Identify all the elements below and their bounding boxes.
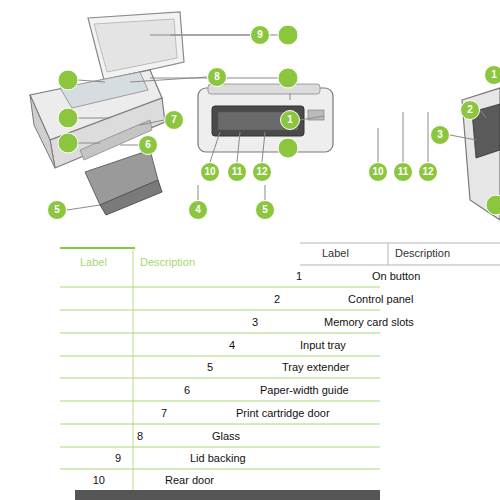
callout-number: 4 xyxy=(188,200,208,220)
part-description: Control panel xyxy=(348,294,413,305)
part-description: Memory card slots xyxy=(324,317,414,328)
table-header-faded: Label xyxy=(80,257,107,268)
label-number: 5 xyxy=(207,362,213,373)
label-number: 1 xyxy=(296,271,302,282)
part-description: Lid backing xyxy=(190,453,246,464)
label-number: 3 xyxy=(252,317,258,328)
callout-marker xyxy=(58,25,500,215)
callout-number: 6 xyxy=(138,135,158,155)
table-header: Label xyxy=(322,248,349,259)
callout-number: 1 xyxy=(484,65,500,85)
callout-number: 3 xyxy=(430,125,450,145)
printer-rear xyxy=(198,88,333,152)
printer-body-side xyxy=(30,95,55,168)
callout-number: 5 xyxy=(255,200,275,220)
callout-number: 7 xyxy=(164,110,184,130)
callout-number: 1 xyxy=(280,110,300,130)
callout-number: 10 xyxy=(200,162,220,182)
lid-backing xyxy=(94,19,177,72)
rear-door xyxy=(212,106,304,136)
table-rules xyxy=(60,243,500,500)
callout-number: 2 xyxy=(460,100,480,120)
callout-number: 11 xyxy=(393,162,413,182)
callout-number: 12 xyxy=(252,162,272,182)
rear-mark xyxy=(290,93,291,100)
label-number: 2 xyxy=(274,294,280,305)
part-description: Tray extender xyxy=(282,362,349,373)
label-number: 4 xyxy=(229,340,235,351)
callout-number: 11 xyxy=(227,162,247,182)
callout-number: 12 xyxy=(418,162,438,182)
part-description: Print cartridge door xyxy=(236,408,330,419)
table-header: Description xyxy=(395,248,450,259)
callout-number: 5 xyxy=(47,200,67,220)
table-header-faded: Description xyxy=(140,257,195,268)
leader-lines xyxy=(67,35,486,210)
callout-number: 8 xyxy=(207,67,227,87)
label-number: 10 xyxy=(93,475,105,486)
printer-lid xyxy=(88,12,184,80)
part-description: Glass xyxy=(212,431,240,442)
part-description: On button xyxy=(372,271,420,282)
label-number: 7 xyxy=(161,408,167,419)
tray-extender xyxy=(100,180,162,215)
callout-number: 10 xyxy=(368,162,388,182)
part-description: Input tray xyxy=(300,340,346,351)
printer-top-edge xyxy=(208,84,320,94)
callout-number: 9 xyxy=(250,25,270,45)
label-number: 6 xyxy=(184,385,190,396)
label-number: 9 xyxy=(115,453,121,464)
part-description: Rear door xyxy=(165,475,214,486)
part-description: Paper-width guide xyxy=(260,385,349,396)
label-number: 8 xyxy=(137,431,143,442)
